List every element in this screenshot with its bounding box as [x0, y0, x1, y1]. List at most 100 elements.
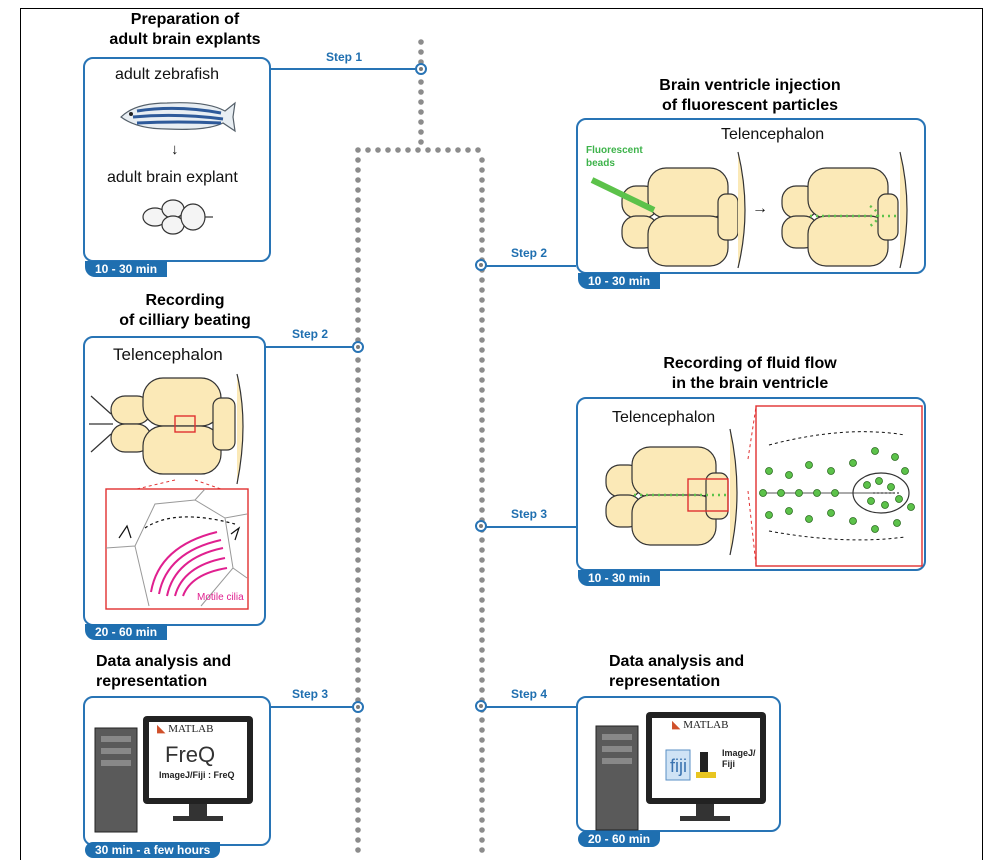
timeline-dot: [355, 437, 361, 443]
left-analysis-connector: [271, 706, 354, 708]
timeline-dot: [479, 557, 485, 563]
right-tool-label-line1: ImageJ/: [722, 748, 756, 758]
timeline-dot: [355, 627, 361, 633]
cilia-region-label: Telencephalon: [113, 345, 223, 364]
right-analysis-step-label: Step 4: [511, 687, 548, 701]
timeline-dot: [355, 257, 361, 263]
right-analysis-step-node: [475, 700, 487, 712]
timeline-dot: [479, 207, 485, 213]
timeline-dot: [479, 597, 485, 603]
timeline-dot: [479, 297, 485, 303]
cilia-time-badge: 20 - 60 min: [85, 624, 168, 640]
timeline-dot: [479, 397, 485, 403]
timeline-dot: [479, 827, 485, 833]
zebrafish-icon: [120, 101, 236, 133]
timeline-dot: [475, 147, 481, 153]
timeline-dot: [355, 817, 361, 823]
timeline-dot: [355, 607, 361, 613]
timeline-dot: [479, 487, 485, 493]
timeline-dot: [355, 777, 361, 783]
timeline-dot: [479, 657, 485, 663]
flow-region-label: Telencephalon: [612, 409, 716, 426]
prep-time-badge: 10 - 30 min: [85, 261, 168, 277]
cilia-connector: [266, 346, 354, 348]
timeline-dot: [479, 357, 485, 363]
timeline-dot: [355, 357, 361, 363]
timeline-dot: [479, 817, 485, 823]
timeline-dot: [479, 807, 485, 813]
timeline-dot: [479, 477, 485, 483]
left-analysis-card: ◣ MATLAB FreQ ImageJ/Fiji : FreQ: [83, 696, 271, 846]
cilia-title-line1: Recording: [145, 292, 225, 309]
explant-label: adult brain explant: [107, 169, 238, 186]
left-tool-label: ImageJ/Fiji : FreQ: [159, 770, 235, 780]
timeline-dot: [355, 617, 361, 623]
left-analysis-title: Data analysis and representation: [96, 652, 231, 692]
timeline-dot: [355, 677, 361, 683]
timeline-dot: [375, 147, 381, 153]
timeline-dot: [355, 477, 361, 483]
timeline-dot: [479, 217, 485, 223]
flow-connector: [484, 526, 576, 528]
timeline-dot: [355, 717, 361, 723]
timeline-dot: [479, 177, 485, 183]
timeline-dot: [355, 177, 361, 183]
timeline-dot: [455, 147, 461, 153]
timeline-dot: [479, 567, 485, 573]
right-analysis-time-badge: 20 - 60 min: [578, 831, 661, 847]
left-analysis-step-node: [352, 701, 364, 713]
timeline-dot: [479, 837, 485, 843]
zoom-lines: [106, 479, 242, 497]
timeline-dot: [355, 187, 361, 193]
timeline-dot: [355, 167, 361, 173]
right-tool-label: ImageJ/ Fiji: [722, 748, 756, 770]
timeline-dot: [355, 847, 361, 853]
injection-title-line1: Brain ventricle injection: [659, 77, 841, 94]
cilia-inset: [105, 488, 249, 610]
bead-label: Fluorescent beads: [586, 144, 643, 170]
timeline-dot: [479, 427, 485, 433]
timeline-dot: [479, 667, 485, 673]
timeline-dot: [355, 567, 361, 573]
svg-text:fiji: fiji: [670, 756, 687, 776]
timeline-dot: [355, 637, 361, 643]
timeline-dot: [355, 387, 361, 393]
flow-inset: [755, 405, 923, 567]
timeline-dot: [355, 407, 361, 413]
timeline-dot: [479, 237, 485, 243]
right-analysis-card: fiji ◣ MATLAB ImageJ/ Fiji: [576, 696, 781, 832]
timeline-dot: [435, 147, 441, 153]
timeline-dot: [355, 237, 361, 243]
cilia-title: Recording of cilliary beating: [95, 291, 275, 331]
timeline-dot: [418, 79, 424, 85]
bead-label-line1: Fluorescent: [586, 145, 643, 156]
timeline-dot: [355, 657, 361, 663]
timeline-dot: [418, 39, 424, 45]
timeline-dot: [355, 727, 361, 733]
timeline-dot: [479, 687, 485, 693]
flow-time-badge: 10 - 30 min: [578, 570, 661, 586]
timeline-dot: [479, 447, 485, 453]
timeline-dot: [355, 757, 361, 763]
left-analysis-title-line2: representation: [96, 673, 208, 690]
injection-title: Brain ventricle injection of fluorescent…: [610, 76, 890, 116]
timeline-dot: [355, 687, 361, 693]
timeline-dot: [355, 547, 361, 553]
timeline-dot: [355, 147, 361, 153]
flow-title-line1: Recording of fluid flow: [663, 355, 837, 372]
timeline-dot: [355, 747, 361, 753]
timeline-dot: [445, 147, 451, 153]
left-border: [20, 8, 21, 860]
timeline-dot: [355, 267, 361, 273]
timeline-dot: [355, 217, 361, 223]
timeline-dot: [355, 837, 361, 843]
flow-title-line2: in the brain ventricle: [671, 375, 829, 392]
timeline-dot: [479, 317, 485, 323]
right-border: [982, 8, 983, 860]
timeline-dot: [355, 307, 361, 313]
flow-title: Recording of fluid flow in the brain ven…: [610, 354, 890, 394]
timeline-dot: [355, 247, 361, 253]
timeline-dot: [479, 647, 485, 653]
prep-step-node: [415, 63, 427, 75]
